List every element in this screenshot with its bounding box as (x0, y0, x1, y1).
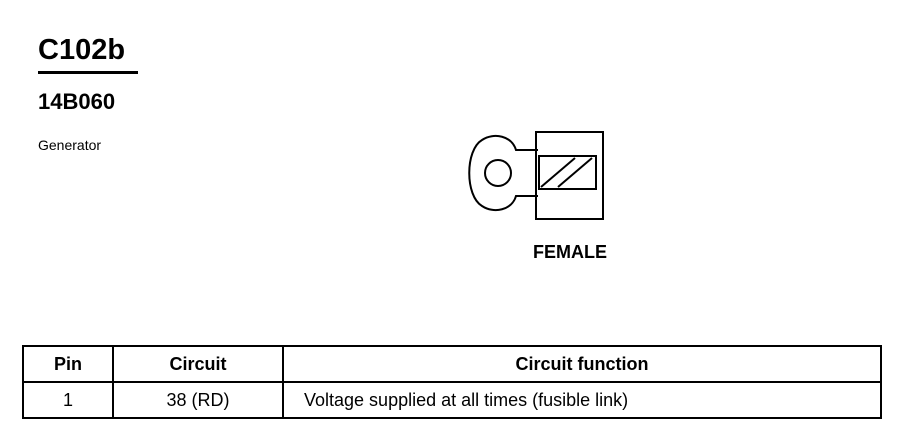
gender-label: FEMALE (533, 242, 607, 262)
component-name: Generator (38, 137, 102, 153)
pin-cell: 1 (22, 381, 114, 419)
circuit-cell: 38 (RD) (112, 381, 284, 419)
cavity-hatch-line (540, 157, 576, 188)
pin-column-header: Pin (22, 345, 114, 383)
connector-id: C102b (38, 34, 126, 66)
terminal-cavity (538, 155, 597, 190)
connector-housing (535, 131, 604, 220)
ring-terminal-connector-icon (468, 131, 604, 220)
title-underline (38, 71, 138, 74)
table-row: 1 38 (RD) Voltage supplied at all times … (22, 381, 882, 419)
function-cell: Voltage supplied at all times (fusible l… (282, 381, 882, 419)
circuit-column-header: Circuit (112, 345, 284, 383)
function-column-header: Circuit function (282, 345, 882, 383)
table-header-row: Pin Circuit Circuit function (22, 345, 882, 383)
ring-terminal-outline (468, 134, 538, 212)
pin-table: Pin Circuit Circuit function 1 38 (RD) V… (22, 345, 882, 419)
ring-terminal-hole (484, 159, 512, 187)
cavity-hatch-line (557, 157, 593, 188)
part-number: 14B060 (38, 89, 116, 114)
